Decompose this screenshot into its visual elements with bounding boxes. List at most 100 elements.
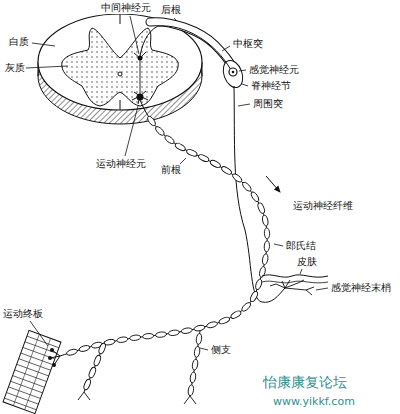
- part-label: 感觉神经末梢: [330, 282, 392, 294]
- leader-line: [200, 348, 208, 350]
- motor-cell-body: [137, 94, 144, 101]
- myelin-segment: [209, 159, 221, 169]
- myelin-segment: [83, 378, 92, 390]
- myelin-segment: [181, 327, 193, 334]
- part-label: 中枢突: [232, 38, 264, 50]
- part-label: 灰质: [4, 62, 26, 74]
- myelin-segment: [174, 142, 186, 152]
- myelin-segment: [257, 202, 266, 214]
- myelin-segment: [129, 334, 141, 341]
- part-label: 侧支: [210, 344, 232, 356]
- leader-lines: [26, 16, 328, 350]
- myelin-segment: [264, 228, 270, 239]
- leader-line: [125, 106, 138, 156]
- gray-matter: [62, 28, 178, 106]
- myelin-segment: [230, 310, 242, 320]
- myelin-segment: [206, 321, 218, 329]
- muscle-lines: [13, 334, 50, 410]
- myelin-segment: [78, 344, 90, 352]
- neurons-in-cord: [132, 52, 148, 104]
- part-label: 脊神经节: [250, 80, 292, 92]
- myelin-segment: [194, 324, 206, 332]
- part-label: 皮肤: [296, 256, 318, 268]
- leader-line: [300, 269, 302, 274]
- leader-line: [316, 288, 328, 290]
- myelin-segment: [93, 354, 102, 366]
- part-label: 后根: [160, 4, 182, 16]
- myelin-segment: [194, 346, 201, 358]
- myelin-segment: [218, 316, 230, 325]
- root-outline: [150, 22, 233, 68]
- sheath-group: [83, 342, 107, 390]
- muscle-striations: [4, 336, 59, 410]
- leader-line: [242, 84, 248, 86]
- end-plate-knob: [48, 356, 52, 360]
- myelin-segment: [88, 366, 97, 378]
- myelin-segment: [262, 215, 269, 227]
- myelin-segment: [254, 278, 262, 290]
- spinal-ganglion: [220, 58, 246, 90]
- leader-line: [130, 16, 139, 54]
- median-fissure: [120, 14, 121, 110]
- myelin-segment: [155, 331, 167, 338]
- myelin-segment: [198, 153, 210, 162]
- root-fill: [150, 22, 233, 68]
- leader-line: [239, 70, 246, 71]
- part-label: 白质: [8, 36, 30, 48]
- part-label: 中间神经元: [100, 2, 152, 14]
- leader-line: [274, 244, 283, 246]
- leader-line: [174, 18, 177, 21]
- part-label: 运动神经元: [95, 158, 147, 170]
- myelin-segment: [186, 148, 198, 157]
- myelin-segment: [231, 172, 243, 183]
- skin: [262, 275, 328, 295]
- myelin-segment: [154, 125, 165, 137]
- part-label: 前根: [160, 164, 182, 176]
- myelin-segment: [98, 342, 107, 354]
- part-label: 郎氏结: [285, 240, 317, 252]
- myelin-segment: [187, 384, 194, 396]
- myelin-segment: [142, 333, 153, 339]
- myelin-segment: [146, 115, 157, 127]
- myelin-segment: [196, 333, 203, 345]
- myelin-segment: [249, 290, 259, 302]
- end-plate-knob: [50, 348, 54, 352]
- skin-layer: [262, 281, 328, 283]
- part-label: 运动神经纤维: [292, 200, 354, 212]
- part-label: 周围突: [252, 98, 284, 110]
- watermark: 怡康康复论坛: [262, 374, 348, 391]
- part-label: 运动终板: [2, 308, 44, 320]
- leader-line: [26, 66, 68, 68]
- myelin-segment: [241, 181, 252, 193]
- myelin-segment: [164, 134, 176, 145]
- leader-line: [222, 46, 230, 51]
- myelin-segment: [116, 336, 128, 343]
- sheath-group: [187, 333, 202, 396]
- watermark: www.yikkf.com: [272, 395, 356, 408]
- myelin-segment: [66, 348, 78, 356]
- nucleus: [232, 71, 235, 74]
- dorsal-root: [140, 22, 246, 90]
- myelin-sheaths: [66, 115, 270, 396]
- myelin-segment: [221, 165, 233, 175]
- muscle-fiber: [3, 330, 61, 413]
- myelin-segment: [250, 191, 260, 203]
- sensory-endings: [270, 280, 314, 295]
- leader-line: [238, 104, 250, 106]
- central-canal: [118, 72, 122, 76]
- motor-dendrites: [132, 91, 148, 104]
- myelin-segment: [264, 241, 270, 252]
- leader-line: [30, 321, 48, 346]
- sensory-cell-body: [229, 68, 237, 76]
- leader-line: [32, 43, 55, 46]
- sheath-group: [66, 115, 270, 356]
- spinal-cord: [38, 14, 202, 124]
- myelin-segment: [168, 329, 180, 336]
- part-label: 感觉神经元: [248, 64, 300, 76]
- central-process: [140, 26, 231, 70]
- myelin-segment: [240, 301, 252, 312]
- myelin-segment: [189, 372, 196, 384]
- skin-surface: [262, 275, 328, 277]
